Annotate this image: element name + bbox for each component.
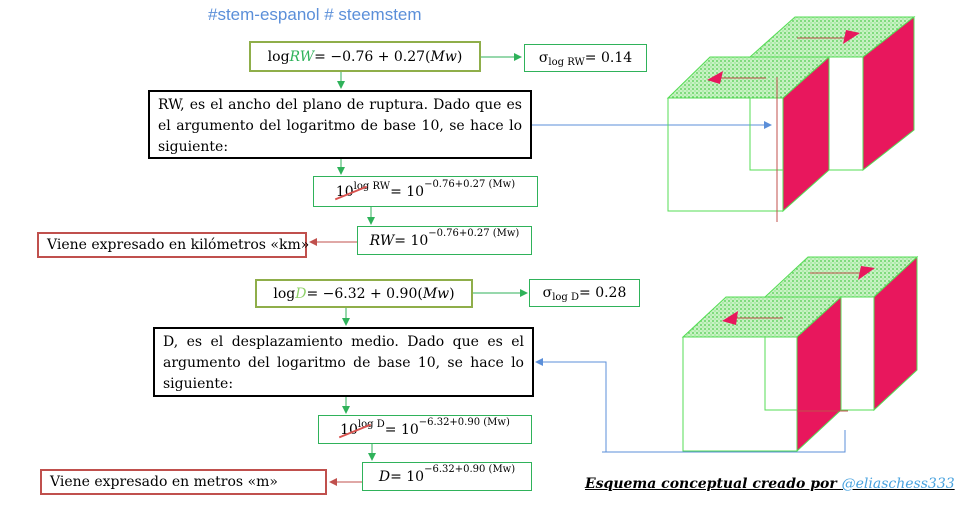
rw-explanation-box: RW, es el ancho del plano de ruptura. Da…: [148, 90, 532, 159]
d-explanation-text: D, es el desplazamiento medio. Dado que …: [163, 334, 524, 392]
d-explanation-box: D, es el desplazamiento medio. Dado que …: [153, 327, 534, 397]
d-sigma-value: = 0.28: [579, 285, 627, 301]
fault-block-d: [681, 255, 919, 453]
d-eq-var: D: [295, 285, 307, 302]
rw-step2-rhs: = 10: [394, 232, 429, 249]
d-front-face: [682, 336, 798, 452]
rw-step1-exp: log RW: [353, 180, 391, 192]
rw-step1-rhs: = 10: [390, 183, 425, 200]
rw-eq-mw: Mw: [430, 48, 457, 65]
d-eq-close: ): [449, 285, 455, 302]
rw-slip-arrow-back: [843, 30, 860, 44]
rw-eq-log: log: [267, 48, 290, 65]
rw-unit-text: Viene expresado en kilómetros «km»: [47, 237, 310, 253]
d-sigma-sub: log D: [552, 291, 580, 303]
rw-step1-cancelled-base: 10log RW: [334, 180, 391, 200]
d-equation-box: log D = −6.32 + 0.90( Mw ): [255, 279, 473, 308]
rw-step1-box: 10log RW = 10−0.76+0.27 (Mw): [313, 176, 538, 207]
rw-sigma-value: = 0.14: [584, 50, 633, 66]
d-step1-cancelled-base: 10log D: [338, 418, 385, 438]
hashtags: #stem-espanol # steemstem: [208, 5, 422, 24]
rw-eq-close: ): [456, 48, 463, 65]
rw-step2-box: RW = 10−0.76+0.27 (Mw): [357, 226, 532, 255]
rw-back-side: [862, 15, 915, 172]
rw-slip-arrow-front: [707, 71, 723, 84]
rw-step1-rhs-exp: −0.76+0.27 (Mw): [424, 179, 516, 190]
d-fault-plane: [796, 295, 842, 453]
d-slip-arrow-front: [722, 311, 738, 325]
d-sigma-box: σ log D = 0.28: [529, 279, 640, 307]
rw-eq-var: RW: [289, 48, 315, 65]
d-step1-rhs: = 10: [384, 421, 419, 438]
author-credit: Esquema conceptual creado por @eliasches…: [585, 476, 955, 492]
d-eq-rhs: = −6.32 + 0.90(: [306, 285, 423, 302]
d-step2-var: D: [378, 468, 391, 485]
d-eq-log: log: [273, 285, 296, 302]
d-step2-rhs: = 10: [390, 468, 425, 485]
credit-handle-link[interactable]: @eliaschess333: [841, 476, 955, 492]
d-step2-rhs-exp: −6.32+0.90 (Mw): [424, 464, 516, 475]
d-back-side: [873, 255, 918, 412]
d-step1-exp: log D: [357, 418, 385, 430]
rw-step2-rhs-exp: −0.76+0.27 (Mw): [428, 228, 520, 239]
rw-eq-rhs: = −0.76 + 0.27(: [314, 48, 431, 65]
rw-sigma-box: σ log RW = 0.14: [524, 44, 647, 72]
d-slip-arrow-back: [858, 266, 875, 280]
rw-step2-var: RW: [369, 232, 395, 249]
rw-unit-note: Viene expresado en kilómetros «km»: [37, 232, 310, 258]
rw-front-face: [667, 97, 784, 212]
d-eq-mw: Mw: [422, 285, 450, 302]
fault-block-rw: [666, 15, 916, 222]
rw-fault-plane: [782, 55, 830, 213]
d-step2-box: D = 10−6.32+0.90 (Mw): [362, 462, 532, 491]
rw-sigma-symbol: σ: [538, 50, 549, 66]
d-step1-box: 10log D = 10−6.32+0.90 (Mw): [318, 415, 532, 444]
rw-explanation-text: RW, es el ancho del plano de ruptura. Da…: [158, 97, 522, 155]
rw-equation-box: log RW = −0.76 + 0.27( Mw ): [249, 41, 481, 72]
d-unit-note: Viene expresado en metros «m»: [40, 469, 327, 495]
d-sigma-symbol: σ: [542, 285, 553, 301]
credit-text: Esquema conceptual creado por: [585, 476, 842, 492]
d-unit-text: Viene expresado en metros «m»: [50, 474, 278, 490]
d-step1-rhs-exp: −6.32+0.90 (Mw): [418, 417, 510, 428]
rw-sigma-sub: log RW: [548, 56, 585, 68]
